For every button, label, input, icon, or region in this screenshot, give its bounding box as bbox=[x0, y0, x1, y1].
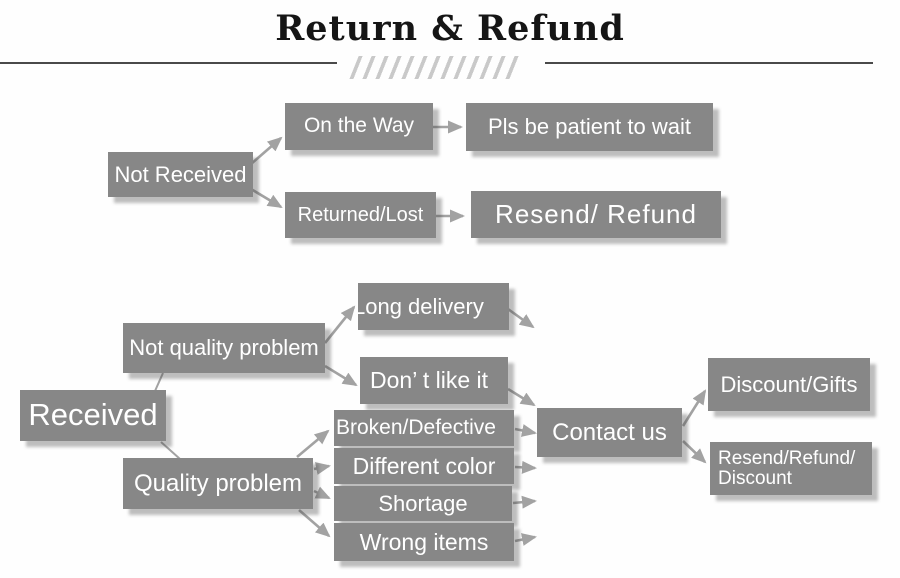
divider-line-left bbox=[0, 62, 337, 64]
resend-refund-discount-line1: Resend/Refund/ bbox=[718, 447, 856, 469]
divider-line-right bbox=[545, 62, 873, 64]
connector-received-to-quality-problem bbox=[160, 441, 181, 460]
node-discount-gifts: Discount/Gifts bbox=[708, 358, 870, 411]
node-contact-us: Contact us bbox=[537, 408, 682, 457]
node-returned-lost: Returned/Lost bbox=[285, 192, 436, 238]
node-received: Received bbox=[20, 390, 166, 441]
connector-dont-like-to-contact-us bbox=[507, 387, 536, 407]
node-not-received: Not Received bbox=[108, 152, 253, 197]
connector-received-to-not-quality-problem bbox=[154, 372, 164, 392]
connector-contact-us-to-discount-gifts bbox=[681, 389, 707, 427]
connector-broken-defective-to-contact-us bbox=[514, 424, 537, 437]
node-broken-defective: Broken/Defective bbox=[334, 410, 514, 446]
connector-not-quality-to-dont-like bbox=[324, 364, 358, 387]
node-resend-refund: Resend/ Refund bbox=[471, 191, 721, 238]
resend-refund-discount-line2: Discount bbox=[718, 467, 792, 489]
node-quality-problem: Quality problem bbox=[123, 458, 313, 509]
node-dont-like-it: Don’ t like it bbox=[360, 357, 508, 404]
node-not-quality-problem: Not quality problem bbox=[123, 323, 325, 373]
connector-not-received-to-on-the-way bbox=[250, 136, 283, 165]
node-long-delivery: Long delivery bbox=[358, 283, 509, 330]
connector-quality-to-different-color bbox=[313, 462, 331, 475]
connector-not-received-to-returned-lost bbox=[250, 187, 283, 209]
node-on-the-way: On the Way bbox=[285, 103, 433, 150]
connector-shortage-to-contact-us bbox=[512, 495, 537, 509]
connector-contact-us-to-resend-refund-discount bbox=[682, 440, 707, 464]
node-resend-refund-discount: Resend/Refund/ Discount bbox=[710, 442, 872, 495]
connector-not-quality-to-long-delivery bbox=[323, 305, 356, 344]
node-resend-refund-discount-text: Resend/Refund/ Discount bbox=[718, 447, 856, 489]
connector-different-color-to-contact-us bbox=[514, 460, 537, 474]
node-different-color: Different color bbox=[334, 448, 514, 484]
connector-long-delivery-to-contact-us bbox=[507, 307, 535, 329]
page-title: Return & Refund bbox=[275, 8, 625, 49]
connector-wrong-items-to-contact-us bbox=[514, 533, 537, 546]
connector-quality-to-broken-defective bbox=[296, 429, 330, 458]
node-pls-be-patient-to-wait: Pls be patient to wait bbox=[466, 103, 713, 151]
connector-quality-to-shortage bbox=[313, 486, 331, 500]
connector-quality-to-wrong-items bbox=[298, 509, 331, 538]
node-wrong-items: Wrong items bbox=[334, 523, 514, 561]
node-shortage: Shortage bbox=[334, 486, 512, 521]
